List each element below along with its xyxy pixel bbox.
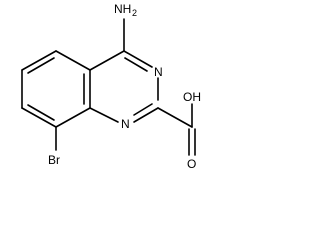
- bond-c5-c6: [21, 50, 57, 71]
- bond-c8-c8a: [55, 107, 91, 128]
- n1-label: N: [121, 117, 130, 131]
- bond-c4-n3-inner: [124, 57, 148, 72]
- structure-canvas: NH 2 N N OH O Br: [21, 2, 201, 171]
- amine-label: NH: [114, 2, 131, 16]
- bond-c4a-c4: [89, 50, 125, 71]
- bond-c7-c8-inner: [27, 104, 55, 121]
- molecule-drawing: NH 2 N N OH O Br: [21, 2, 201, 171]
- bond-c2-n1-inner: [133, 103, 153, 116]
- bromine-label: Br: [48, 153, 60, 167]
- n3-label: N: [154, 65, 163, 79]
- bond-n1-c8a: [89, 107, 119, 123]
- bond-c5-c6-inner: [27, 57, 55, 74]
- bond-c2-n1: [133, 107, 159, 123]
- bond-c2-ccooh: [157, 107, 193, 128]
- bond-c4a-c5: [55, 50, 91, 71]
- amine-subscript: 2: [132, 8, 137, 18]
- bond-c7-c8: [21, 107, 57, 128]
- carbonyl-oxygen-label: O: [187, 157, 196, 171]
- hydroxyl-label: OH: [183, 90, 201, 104]
- bond-c4-n3: [123, 50, 153, 68]
